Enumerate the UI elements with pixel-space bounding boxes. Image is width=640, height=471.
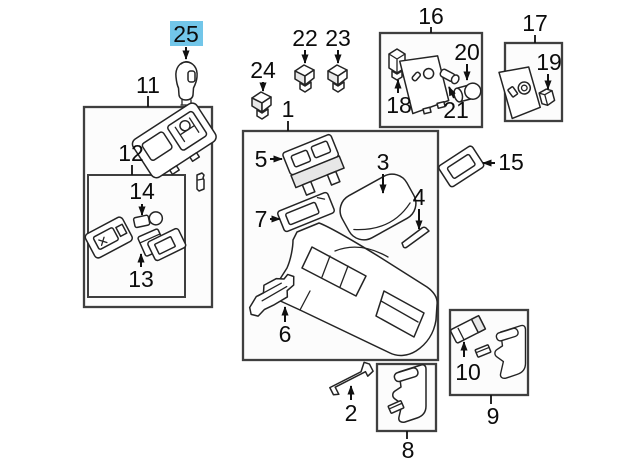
callout-18[interactable]: 18: [386, 92, 412, 118]
connector-22-part: [294, 64, 315, 93]
bracket-2-part: [329, 361, 374, 396]
bracket-10-part: [450, 314, 487, 344]
callout-6[interactable]: 6: [279, 321, 292, 347]
fastener-clip-part: [196, 172, 205, 192]
callout-15[interactable]: 15: [498, 149, 524, 175]
callout-17[interactable]: 17: [522, 10, 548, 36]
bezel-15-part: [438, 145, 485, 188]
callout-22[interactable]: 22: [292, 25, 318, 51]
callout-4[interactable]: 4: [413, 184, 426, 210]
connector-24-part: [251, 91, 272, 120]
callout-16[interactable]: 16: [418, 3, 444, 29]
callout-2[interactable]: 2: [345, 400, 358, 426]
callout-13[interactable]: 13: [128, 266, 154, 292]
console-rear-box-part: [282, 133, 345, 196]
callout-10[interactable]: 10: [455, 359, 481, 385]
console-body-part: [271, 222, 438, 357]
hinge-strip-part: [401, 226, 430, 249]
callout-21[interactable]: 21: [443, 97, 469, 123]
armrest-lid-part: [339, 173, 417, 241]
clip-19-part: [538, 88, 556, 107]
callout-14[interactable]: 14: [129, 178, 155, 204]
callout-25[interactable]: 25: [173, 21, 199, 47]
switch-panel-left-part: [84, 216, 133, 259]
callout-20[interactable]: 20: [454, 39, 480, 65]
screw-21-part: [439, 68, 460, 85]
callout-23[interactable]: 23: [325, 25, 351, 51]
side-finisher-17-part: [498, 66, 541, 120]
callout-12[interactable]: 12: [118, 140, 144, 166]
side-finisher-16-part: [399, 55, 450, 115]
console-tray-part: [277, 191, 335, 233]
callout-25-highlight: [170, 21, 203, 46]
callout-24[interactable]: 24: [250, 57, 276, 83]
socket-20-part: [453, 82, 482, 103]
bulb-socket-part: [132, 211, 164, 229]
leader-lines: [131, 27, 536, 439]
callout-7[interactable]: 7: [255, 206, 268, 232]
callout-3[interactable]: 3: [377, 149, 390, 175]
callout-9[interactable]: 9: [487, 403, 500, 429]
callout-5[interactable]: 5: [255, 146, 268, 172]
callout-arrows: [137, 47, 552, 400]
connector-23-part: [327, 64, 348, 93]
shift-knob-part: [175, 61, 198, 106]
bracket-6-part: [248, 273, 295, 317]
callout-19[interactable]: 19: [536, 49, 562, 75]
switch-panel-right-part: [147, 227, 187, 262]
callout-1[interactable]: 1: [282, 96, 295, 122]
callout-11[interactable]: 11: [136, 72, 160, 98]
callout-8[interactable]: 8: [402, 437, 415, 463]
console-finisher-part: [131, 102, 217, 179]
